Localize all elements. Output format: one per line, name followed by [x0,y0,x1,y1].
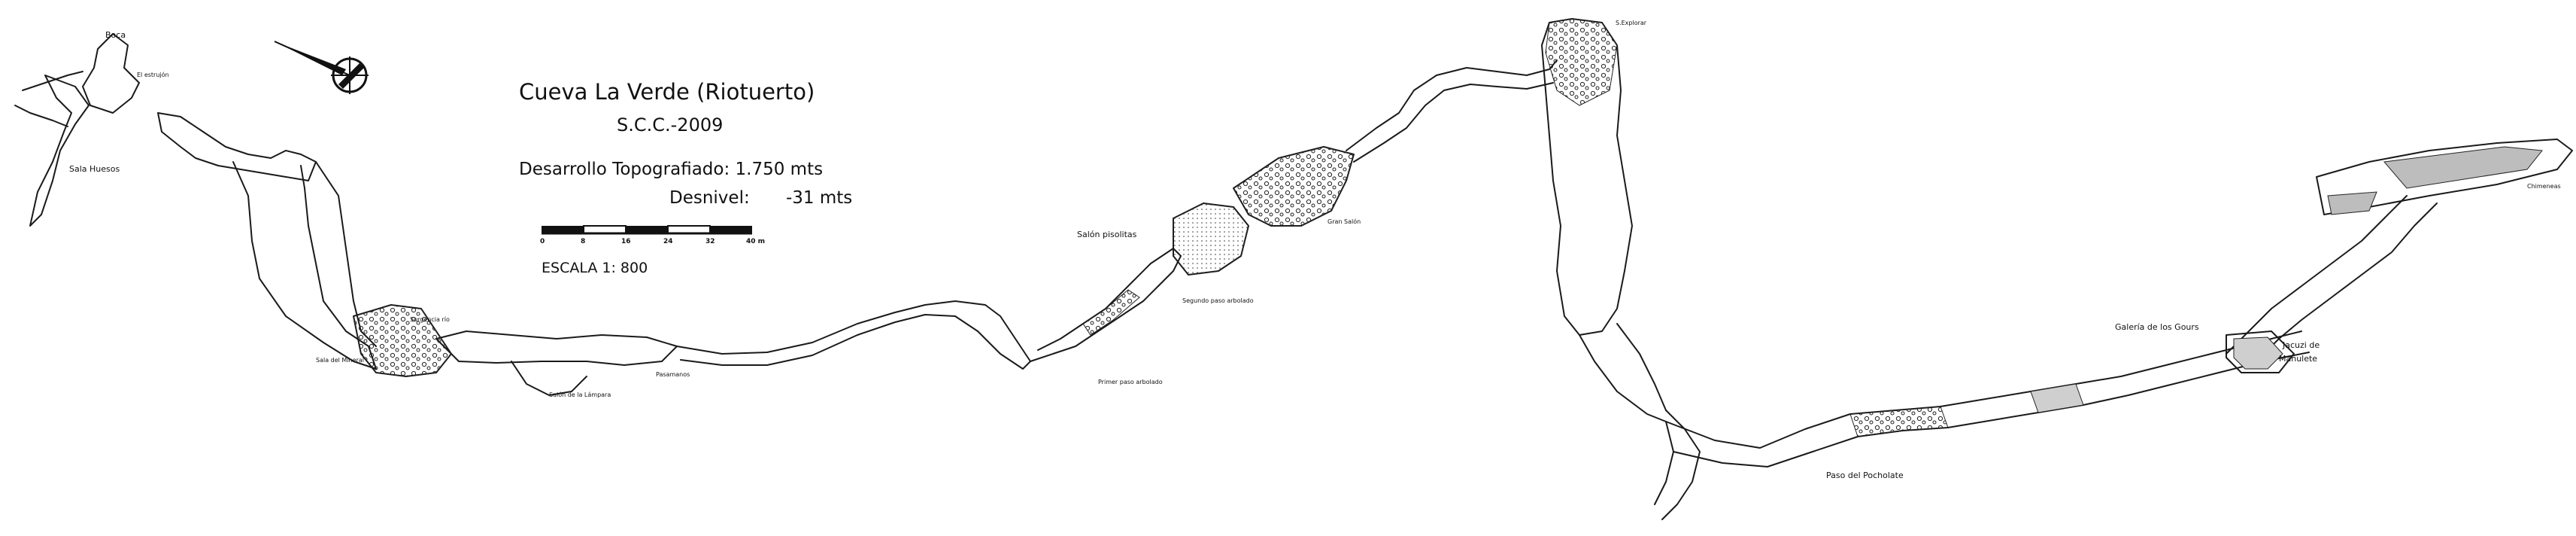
label-gran-salon: Gran Salón [1327,218,1361,225]
scale-tick-8: 8 [581,238,586,245]
depth-label: Desnivel: [669,188,750,208]
scale-tick-16: 16 [621,238,631,245]
cave-passage-outline [14,18,2573,520]
label-surgencia-rio: Surgencia río [410,316,450,323]
scale-tick-24: 24 [663,238,673,245]
label-sala-del-mineral: Sala del Mineral [316,357,364,364]
label-salon-de-la-lampara: Salón de la Lámpara [549,391,611,398]
label-sala-huesos: Sala Huesos [69,164,120,174]
scale-tick-40: 40 m [746,238,766,245]
label-s-explorar: S.Explorar [1616,20,1647,26]
scale-tick-0: 0 [540,238,545,245]
label-jacuzi-line1: Jacuzi de [2283,340,2320,350]
label-galeria-de-los-gours: Galería de los Gours [2115,322,2199,332]
depth-value: -31 mts [786,188,853,208]
scale-tick-32: 32 [705,238,715,245]
label-salon-pisolitas: Salón pisolitas [1077,230,1137,239]
label-chimeneas: Chimeneas [2527,183,2561,190]
scale-text: ESCALA 1: 800 [542,260,648,276]
label-pasamanos: Pasamanos [656,371,690,378]
label-paso-del-pocholate: Paso del Pocholate [1826,471,1904,480]
label-primer-paso: Primer paso arbolado [1098,379,1163,385]
club-year: S.C.C.-2009 [617,114,724,136]
label-el-estrujon: El estrujón [137,72,169,78]
label-boca: Boca [105,30,126,40]
breakdown-fill-areas [353,18,2543,437]
scale-bar [542,225,752,235]
label-jacuzi-line2: Manulete [2279,354,2318,364]
survey-length: Desarrollo Topografiado: 1.750 mts [519,160,824,179]
map-title: Cueva La Verde (Riotuerto) [519,79,815,105]
label-segundo-paso: Segundo paso arbolado [1182,297,1254,304]
north-arrow-compass-icon [274,41,369,94]
